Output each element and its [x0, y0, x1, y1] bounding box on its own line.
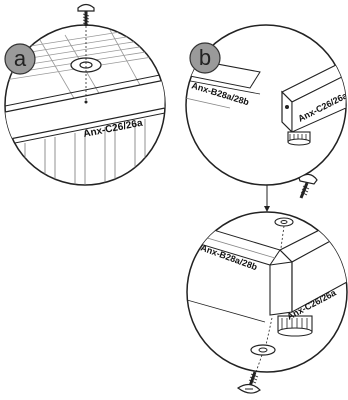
panel-a-badge-label: a	[14, 46, 27, 71]
panel-b-badge	[189, 42, 221, 74]
panel-b-badge-label: b	[199, 45, 211, 70]
screw-icon	[77, 3, 95, 26]
panel-a: Anx-C26/26a a	[4, 3, 166, 186]
panel-a-beam	[5, 79, 165, 141]
screw-icon	[298, 173, 318, 199]
washer-icon	[250, 344, 276, 356]
panel-a-badge	[4, 43, 36, 75]
down-arrow-icon	[264, 185, 270, 212]
screw-icon	[236, 371, 261, 394]
panel-b: Anx-B28a/28b Anx-C26/26a b	[185, 24, 347, 186]
